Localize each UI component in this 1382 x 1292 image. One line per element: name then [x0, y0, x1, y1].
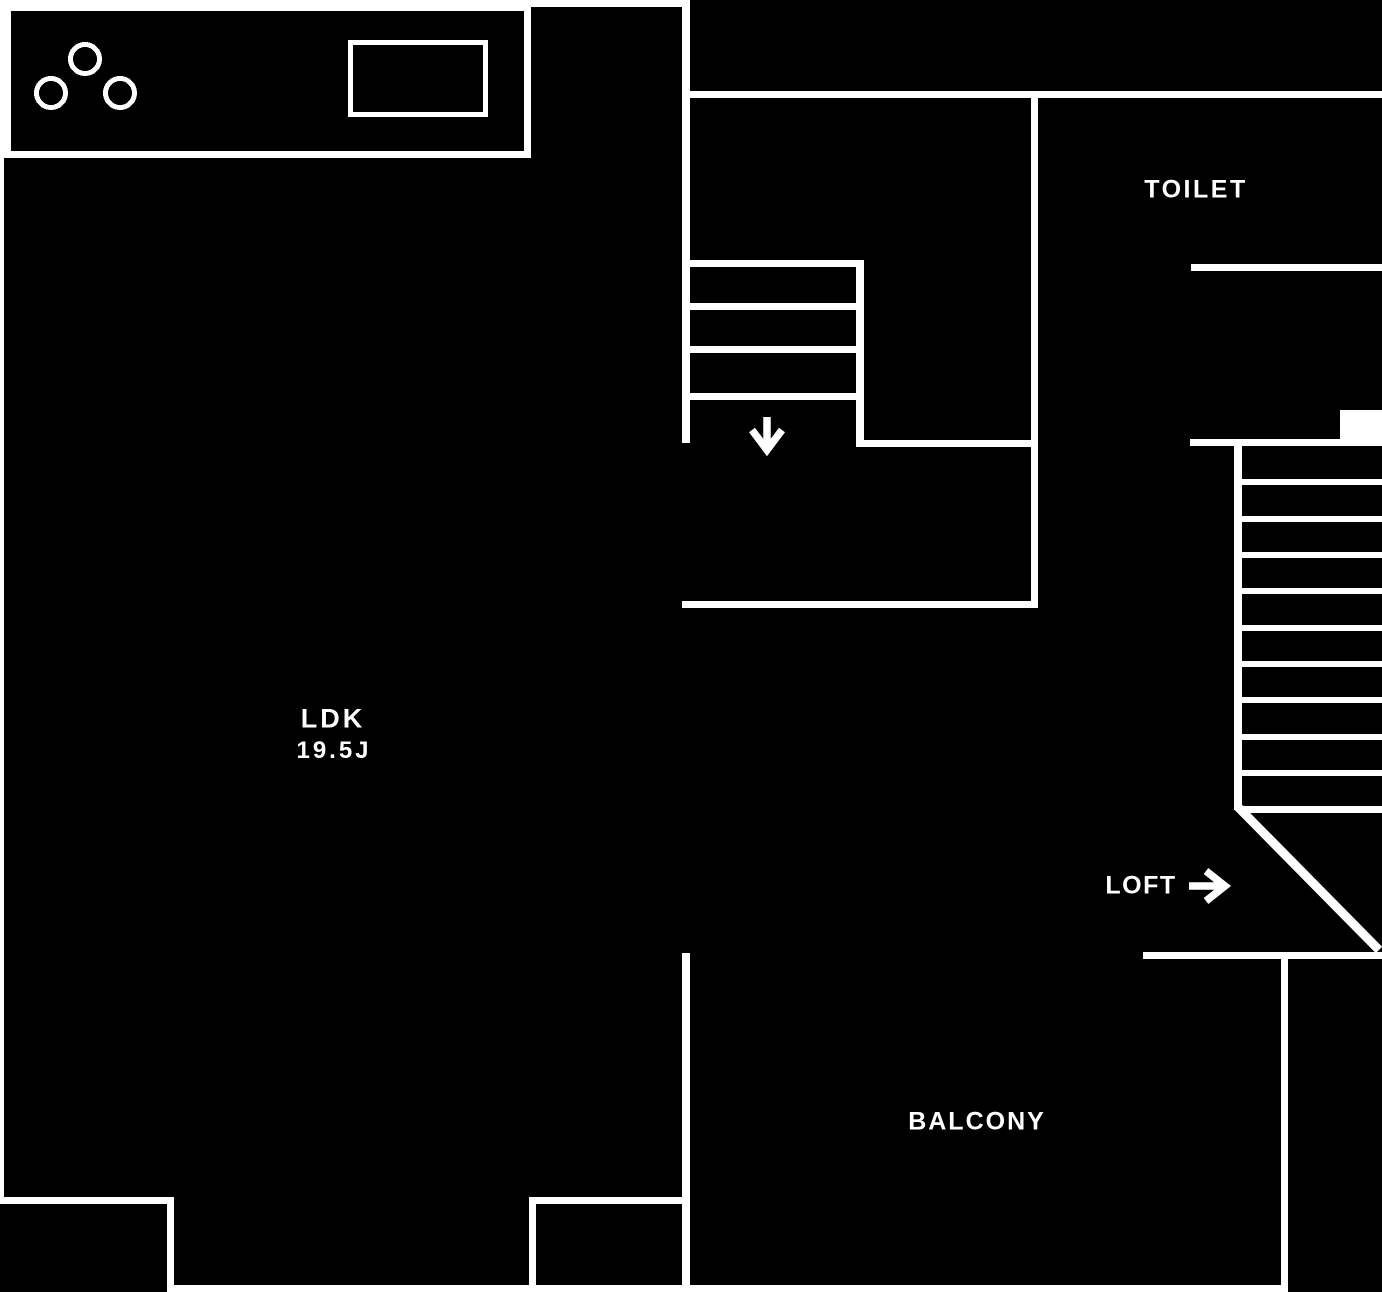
wall-corner-block [1340, 410, 1382, 446]
stove-burner-icon [103, 76, 137, 110]
ldk-label: LDK [300, 703, 366, 734]
wall-loft-stairs-top [1190, 439, 1382, 446]
loft-stair-tread [1242, 697, 1382, 703]
loft-stair-tread [1242, 661, 1382, 667]
stair-tread [690, 346, 858, 353]
wall-left [0, 0, 4, 1204]
right-arrow-icon [1189, 868, 1232, 904]
wall-bottom-edge [167, 1285, 1288, 1292]
wall-bottom-right [529, 1197, 686, 1204]
loft-stair-tread [1242, 479, 1382, 485]
down-arrow-icon [749, 417, 785, 457]
bay-left-wall [167, 1197, 174, 1292]
loft-stair-tread [1242, 516, 1382, 522]
wall-under-stairs [856, 440, 1038, 447]
loft-stair-diagonal [1233, 802, 1382, 954]
kitchen-counter-outline [4, 4, 531, 158]
loft-stair-tread [1242, 625, 1382, 631]
loft-stair-bottom [1242, 806, 1382, 813]
wall-balcony-top [1143, 952, 1382, 959]
stair-side-rail [856, 260, 864, 447]
loft-stair-tread [1242, 552, 1382, 558]
bay-right-wall [529, 1197, 536, 1292]
wall-hall-bottom [682, 601, 1038, 608]
wall-toilet-bottom [1191, 264, 1382, 271]
stove-burner-icon [34, 76, 68, 110]
wall-balcony-right [1281, 952, 1288, 1292]
wall-stairwell-left [682, 0, 690, 443]
wall-toilet-left [1031, 91, 1038, 608]
wall-top [0, 0, 690, 7]
ldk-area-label: 19.5J [296, 737, 372, 764]
stove-burner-icon [68, 42, 102, 76]
stair-tread [690, 303, 858, 310]
loft-stair-tread [1242, 588, 1382, 594]
stair-tread [690, 393, 858, 400]
balcony-label: BALCONY [908, 1107, 1046, 1136]
toilet-label: TOILET [1144, 175, 1248, 204]
loft-stair-tread [1242, 734, 1382, 740]
kitchen-sink-outline [348, 40, 488, 117]
stair-tread [690, 260, 858, 267]
loft-label: LOFT [1105, 871, 1177, 900]
loft-stair-rail [1234, 443, 1242, 810]
wall-balcony-left [682, 953, 690, 1292]
wall-bottom-left [0, 1197, 170, 1204]
loft-stair-tread [1242, 770, 1382, 776]
